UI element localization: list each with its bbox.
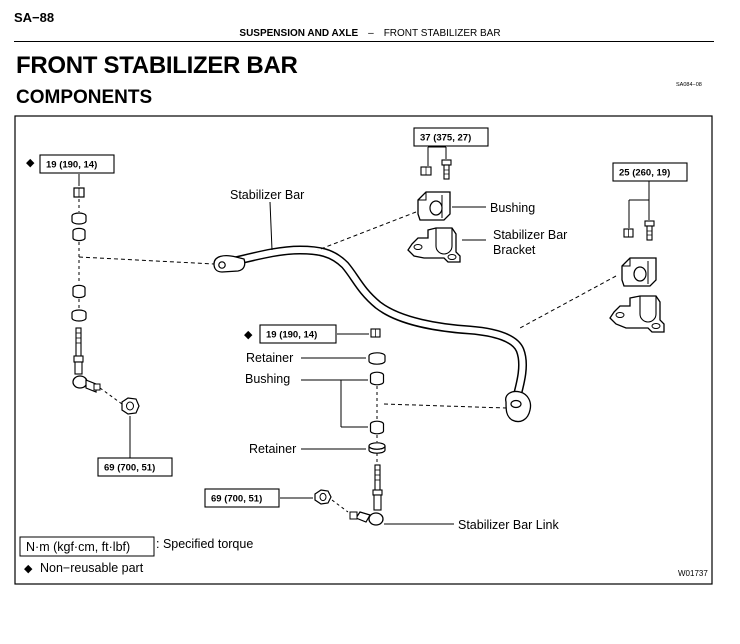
bushing-icon bbox=[72, 227, 86, 242]
header-rule bbox=[14, 41, 714, 42]
bushing-icon bbox=[417, 191, 451, 221]
non-reusable-marker-icon: ◆ bbox=[24, 563, 33, 575]
legend-torque-desc: : Specified torque bbox=[156, 537, 253, 551]
running-header-section: SUSPENSION AND AXLE bbox=[239, 28, 359, 39]
non-reusable-marker-icon: ◆ bbox=[26, 157, 35, 169]
stabilizer-link-icon bbox=[72, 327, 101, 393]
torque-spec: 69 (700, 51) bbox=[104, 463, 155, 474]
label-stabilizer-bar: Stabilizer Bar bbox=[230, 188, 304, 202]
stabilizer-bar bbox=[213, 245, 532, 423]
torque-spec: 69 (700, 51) bbox=[211, 494, 262, 505]
nut-icon bbox=[73, 187, 85, 198]
torque-spec-boxes: ◆ 19 (190, 14) 37 (375, 27) 25 (260, 19)… bbox=[26, 127, 688, 508]
label-retainer: Retainer bbox=[246, 351, 293, 365]
running-header-separator: – bbox=[368, 28, 374, 39]
bushing-dashed-leader bbox=[317, 211, 417, 251]
bushing-icon bbox=[621, 257, 657, 287]
diagram-frame bbox=[14, 115, 713, 585]
bushing-icon bbox=[72, 284, 86, 299]
bracket-icon bbox=[609, 295, 665, 333]
torque-spec: 19 (190, 14) bbox=[46, 160, 97, 171]
nut-icon bbox=[623, 228, 634, 238]
label-stabilizer-bar-bracket-line2: Bracket bbox=[493, 243, 536, 257]
nut-icon bbox=[314, 489, 332, 505]
left-leader-lines bbox=[78, 174, 215, 458]
stabilizer-link-icon bbox=[349, 464, 384, 526]
nut-icon bbox=[121, 397, 140, 415]
center-link-stack bbox=[314, 328, 386, 526]
retainer-icon bbox=[71, 212, 87, 225]
torque-spec: 19 (190, 14) bbox=[266, 330, 317, 341]
page-title: FRONT STABILIZER BAR bbox=[16, 52, 298, 79]
legend-non-reusable: Non−reusable part bbox=[40, 561, 144, 575]
right-bracket-group bbox=[519, 180, 665, 333]
running-header: SUSPENSION AND AXLE–FRONT STABILIZER BAR bbox=[0, 28, 740, 39]
label-bushing: Bushing bbox=[245, 372, 290, 386]
label-retainer: Retainer bbox=[249, 442, 296, 456]
center-bracket-group bbox=[317, 146, 486, 263]
torque-spec: 37 (375, 27) bbox=[420, 133, 471, 144]
bracket-icon bbox=[407, 227, 461, 263]
legend-torque-unit: N·m (kgf·cm, ft·lbf) bbox=[26, 540, 130, 554]
running-header-subject: FRONT STABILIZER BAR bbox=[383, 28, 501, 39]
drawing-code: W01737 bbox=[678, 569, 708, 578]
legend: N·m (kgf·cm, ft·lbf) : Specified torque … bbox=[19, 536, 253, 575]
right-bushing-dashed-leader bbox=[519, 275, 617, 329]
page-id: SA−88 bbox=[14, 10, 55, 25]
center-leader-lines bbox=[269, 201, 507, 525]
label-stabilizer-bar-link: Stabilizer Bar Link bbox=[458, 518, 559, 532]
label-stabilizer-bar-bracket-line1: Stabilizer Bar bbox=[493, 228, 567, 242]
bushing-icon bbox=[369, 371, 385, 386]
torque-spec: 25 (260, 19) bbox=[619, 168, 670, 179]
retainer-icon bbox=[368, 442, 386, 454]
left-link-stack bbox=[71, 187, 140, 415]
non-reusable-marker-icon: ◆ bbox=[244, 329, 253, 341]
nut-icon bbox=[370, 328, 381, 338]
bolt-icon bbox=[644, 220, 655, 241]
part-labels: Stabilizer Bar Bushing Stabilizer Bar Br… bbox=[230, 188, 567, 532]
retainer-icon bbox=[368, 352, 386, 365]
nut-icon bbox=[420, 166, 432, 176]
retainer-icon bbox=[71, 309, 87, 322]
bolt-icon bbox=[441, 159, 452, 180]
bushing-icon bbox=[369, 420, 385, 435]
label-bushing: Bushing bbox=[490, 201, 535, 215]
section-subtitle: COMPONENTS bbox=[16, 87, 153, 108]
image-code: SA084−08 bbox=[676, 82, 702, 88]
